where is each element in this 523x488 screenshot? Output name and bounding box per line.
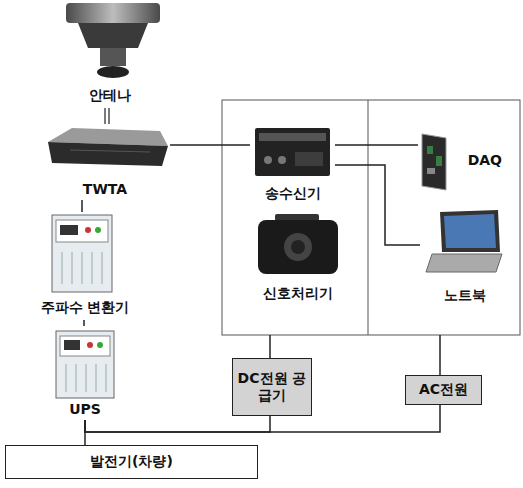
node-label: UPS — [69, 401, 101, 417]
node-label: 송수신기 — [265, 185, 321, 203]
waveguide-line — [105, 108, 109, 124]
connector-line — [85, 416, 270, 432]
antenna-node: 안테나 — [50, 2, 170, 108]
antenna-icon — [66, 3, 160, 78]
connector-stroke — [85, 416, 270, 432]
node-label: 안테나 — [89, 87, 131, 105]
ac-power-box: AC전원 — [405, 375, 482, 405]
connector-stroke — [83, 320, 85, 326]
connector-stroke — [335, 144, 418, 146]
generator-box: 발전기(차량) — [5, 445, 258, 479]
connector-line — [335, 165, 420, 245]
connector-stroke — [104, 108, 105, 124]
processor-icon — [258, 214, 338, 274]
connector-stroke — [335, 165, 420, 245]
connector-stroke — [108, 108, 109, 124]
connector-line — [170, 145, 250, 146]
transceiver-node: 송수신기 — [250, 124, 335, 206]
node-label: 발전기(차량) — [90, 453, 173, 471]
power-wire — [439, 335, 441, 375]
converter-icon — [52, 215, 112, 292]
node-label: AC전원 — [419, 381, 468, 399]
node-label: DAQ — [468, 152, 502, 168]
converter-node: 주파수 변환기 — [30, 212, 140, 320]
transceiver-icon — [255, 128, 330, 176]
connector-line — [84, 320, 85, 326]
connector-stroke — [170, 144, 250, 146]
dc-power-box: DC전원 공급기 — [232, 358, 312, 416]
daq-icon — [422, 134, 446, 190]
node-label: 신호처리기 — [263, 285, 333, 303]
twta-icon — [48, 128, 168, 166]
power-wire — [269, 335, 271, 358]
notebook-node: 노트북 — [420, 206, 510, 308]
node-label: DC전원 공급기 — [237, 370, 307, 405]
processor-node: 신호처리기 — [250, 214, 345, 306]
daq-node: DAQ — [418, 130, 506, 190]
connector-line — [82, 200, 83, 212]
node-label: 주파수 변환기 — [41, 299, 130, 317]
equipment-panel — [222, 100, 520, 335]
connector-line — [335, 145, 418, 146]
ups-icon — [56, 331, 114, 398]
node-label: TWTA — [83, 181, 127, 197]
connector-stroke — [81, 200, 83, 212]
node-label: 노트북 — [444, 287, 486, 305]
twta-node: TWTA — [40, 124, 170, 200]
notebook-icon — [426, 210, 502, 272]
ups-node: UPS — [45, 326, 125, 420]
